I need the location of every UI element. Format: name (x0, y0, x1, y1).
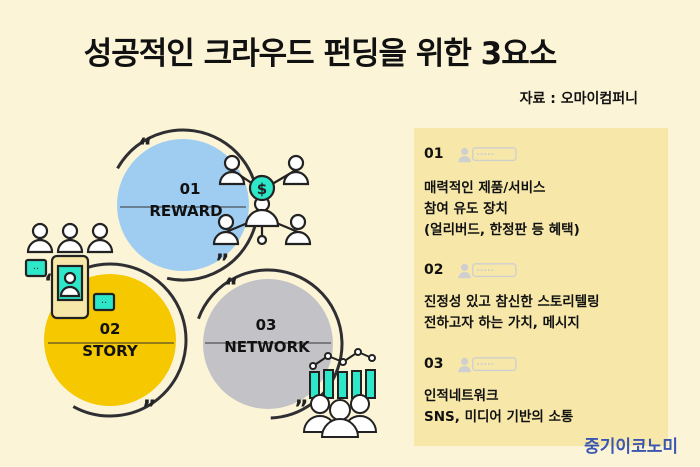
brand-logo: 중기이코노미 (584, 437, 678, 457)
profile-card-icon (458, 357, 517, 373)
network-circle: 03 NETWORK “ ” (192, 268, 344, 422)
svg-text:$: $ (257, 180, 267, 198)
item-1-line-2: 참여 유도 장치 (424, 201, 508, 217)
network-label: NETWORK (224, 338, 311, 356)
svg-text:··: ·· (101, 298, 107, 309)
profile-card-icon (458, 147, 517, 163)
reward-circle: 01 REWARD “ ” (106, 128, 260, 282)
source-credit: 자료 : 오마이컴퍼니 (519, 91, 638, 107)
svg-text:··: ·· (33, 264, 39, 275)
item-3-line-1: 인적네트워크 (424, 388, 499, 404)
item-1-line-3: (얼리버드, 한정판 등 혜택) (424, 222, 580, 238)
item-3-line-2: SNS, 미디어 기반의 소통 (424, 409, 574, 425)
page-title: 성공적인 크라우드 펀딩을 위한 3요소 (83, 36, 558, 72)
close-quote-icon: ” (294, 397, 308, 422)
reward-label: REWARD (149, 202, 222, 220)
item-2-line-2: 전하고자 하는 가치, 메시지 (424, 315, 580, 331)
close-quote-icon: ” (142, 397, 156, 422)
story-number: 02 (100, 320, 121, 338)
item-1-number: 01 (424, 146, 444, 162)
story-label: STORY (82, 342, 139, 360)
profile-card-icon (458, 263, 517, 279)
item-1-line-1: 매력적인 제품/서비스 (424, 180, 546, 196)
close-quote-icon: ” (215, 251, 229, 276)
item-2-line-1: 진정성 있고 참신한 스토리텔링 (424, 294, 600, 310)
people-network-dollar-icon: $ (212, 154, 312, 246)
crowd-growth-chart-icon (302, 348, 378, 438)
item-2-number: 02 (424, 262, 444, 278)
reward-number: 01 (180, 180, 201, 198)
smartphone-chat-icon: ·· ·· (24, 222, 116, 320)
open-quote-icon: “ (224, 275, 238, 300)
item-3-number: 03 (424, 356, 444, 372)
open-quote-icon: “ (138, 135, 152, 160)
description-panel (414, 128, 668, 446)
network-number: 03 (256, 316, 277, 334)
